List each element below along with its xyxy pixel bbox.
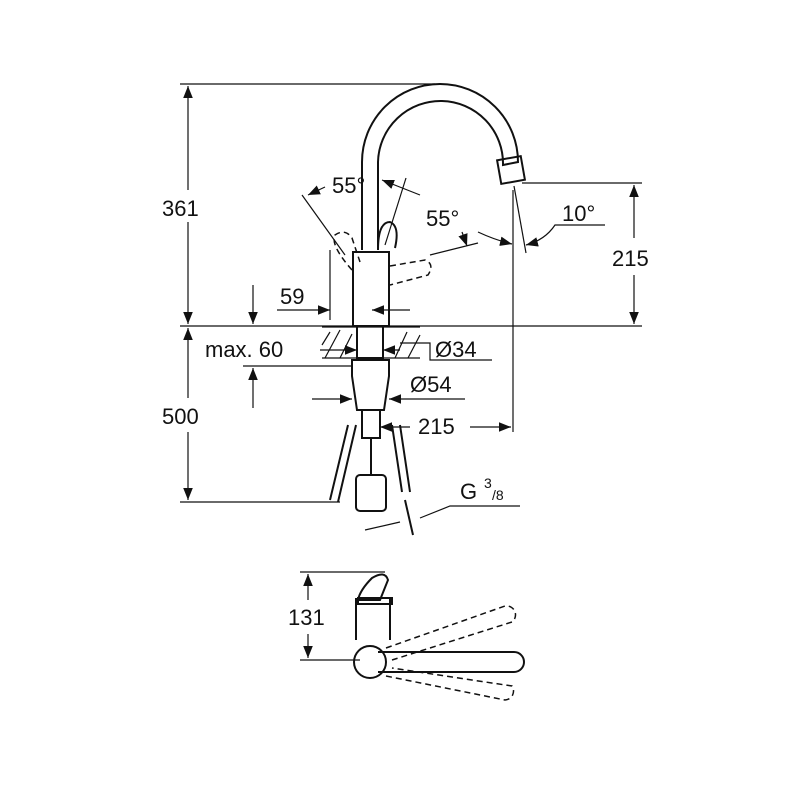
label-thread-prefix: G [460, 479, 477, 504]
label-spout-reach: 215 [418, 414, 455, 439]
faucet-side-view [321, 83, 527, 536]
label-handle-angle-left: 55° [332, 173, 365, 198]
label-handle-angle-right: 55° [426, 206, 459, 231]
label-spout-height: 215 [612, 246, 649, 271]
faucet-top-view [300, 571, 525, 701]
label-thread-num: 3 [484, 475, 492, 491]
label-thread-den: /8 [492, 487, 504, 503]
label-height-total: 361 [162, 196, 199, 221]
label-spout-angle: 10° [562, 201, 595, 226]
label-base-diameter: Ø54 [410, 372, 452, 397]
reference-lines [180, 83, 642, 503]
label-handle-offset: 59 [280, 284, 304, 309]
dimension-lines [183, 86, 639, 531]
label-top-depth: 131 [288, 605, 325, 630]
label-max-deck: max. 60 [205, 337, 283, 362]
label-below-deck: 500 [162, 404, 199, 429]
label-hole-diameter: Ø34 [435, 337, 477, 362]
